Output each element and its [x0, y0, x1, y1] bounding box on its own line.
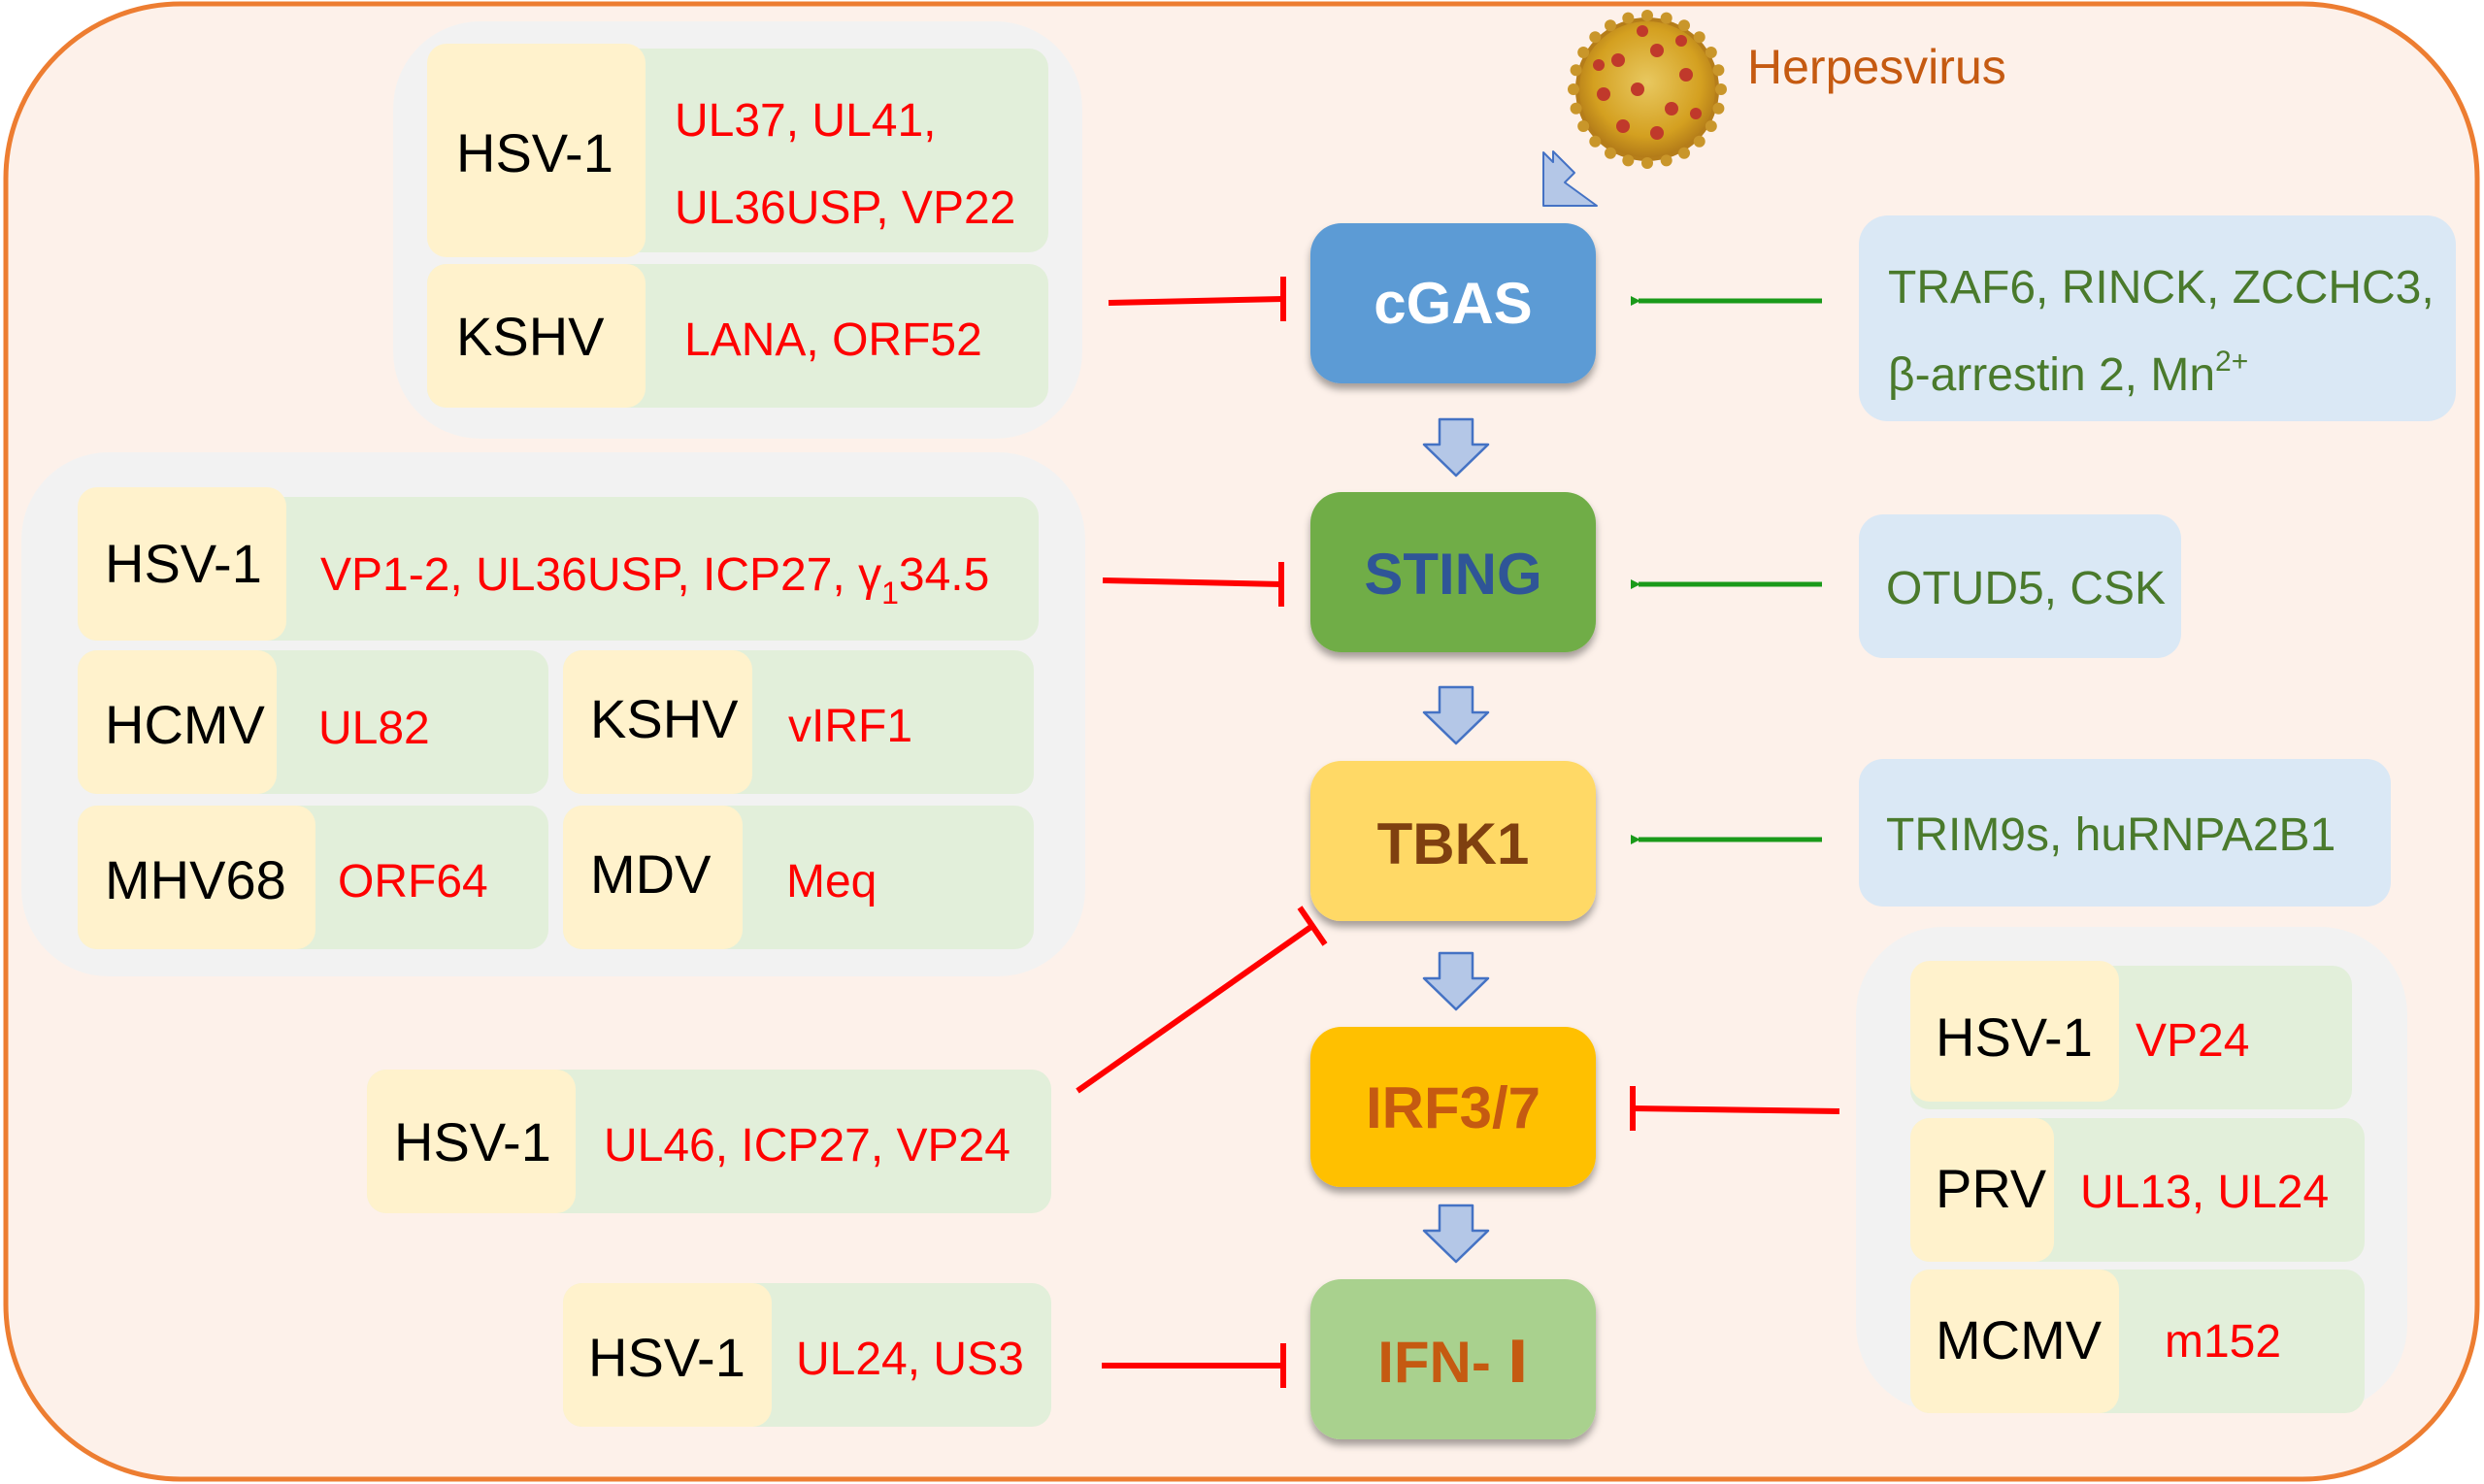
viral-proteins: UL46, ICP27, VP24 — [604, 1120, 1010, 1171]
inhibitor-entry-hsv1-ifn: HSV-1 UL24, US3 — [563, 1283, 1051, 1427]
viral-proteins: UL13, UL24 — [2080, 1167, 2329, 1218]
virus-spike — [1712, 64, 1725, 77]
entry-arrow — [1542, 150, 1598, 207]
activator-proteins: β-arrestin 2, Mn2+ — [1888, 346, 2248, 401]
node-irf37 — [1310, 1027, 1596, 1187]
virus-spike — [1568, 83, 1579, 95]
viral-proteins: VP1-2, UL36USP, ICP27, γ134.5 — [320, 549, 989, 610]
virus-name: HSV-1 — [1936, 1006, 2093, 1068]
flow-arrow — [1422, 685, 1490, 745]
activator-box-cgas: TRAF6, RINCK, ZCCHC3, β-arrestin 2, Mn2+ — [1859, 215, 2456, 421]
node-label-irf37: IRF3/7 — [1366, 1075, 1540, 1140]
virus-spike — [1605, 147, 1616, 159]
inhibitor-entry-mdv: MDV Meq — [563, 806, 1034, 949]
virus-spike — [1641, 157, 1653, 169]
virus-spike — [1577, 47, 1590, 58]
node-tbk1 — [1310, 761, 1596, 921]
node-sting — [1310, 492, 1596, 652]
inhibition-sting — [1102, 562, 1284, 607]
viral-proteins: m152 — [2165, 1316, 2281, 1368]
inhibitor-entry-hsv1-sting: HSV-1 VP1-2, UL36USP, ICP27, γ134.5 — [78, 487, 1039, 641]
virus-name: HSV-1 — [588, 1327, 745, 1388]
virus-spike — [1705, 47, 1717, 58]
virus-spike — [1570, 102, 1582, 115]
virus-spike — [1622, 12, 1635, 24]
flow-arrow — [1422, 1204, 1490, 1264]
inhibition-ifn — [1102, 1343, 1286, 1388]
viral-proteins: VP24 — [2136, 1015, 2249, 1067]
inhibitor-entry-prv: PRV UL13, UL24 — [1910, 1118, 2365, 1262]
node-label-ifn: IFN- Ⅰ — [1377, 1330, 1529, 1395]
inhibitor-entry-hsv1-cgas: HSV-1 UL37, UL41, UL36USP, VP22 — [427, 44, 1048, 257]
viral-proteins: UL37, UL41, — [675, 95, 937, 147]
node-label-cgas: cGAS — [1374, 271, 1532, 336]
flow-arrow — [1422, 417, 1490, 478]
virus-name: MDV — [590, 843, 712, 905]
viral-proteins: UL24, US3 — [796, 1334, 1024, 1385]
virus-name: KSHV — [590, 688, 739, 749]
virus-name: HCMV — [105, 694, 266, 755]
viral-proteins: LANA, ORF52 — [684, 314, 982, 366]
viral-proteins: Meq — [786, 856, 877, 907]
node-label-sting: STING — [1364, 542, 1541, 607]
virus-spike — [1693, 135, 1706, 148]
virus-spike — [1715, 83, 1727, 95]
inhibition-irf — [1630, 1086, 1840, 1131]
activation-arrows — [1631, 296, 1822, 844]
viral-proteins: ORF64 — [338, 856, 488, 907]
viral-proteins: UL82 — [318, 703, 430, 754]
virus-spike — [1570, 64, 1582, 77]
virus-spike — [1641, 10, 1653, 21]
virus-spike — [1589, 135, 1602, 148]
virus-name: MHV68 — [105, 849, 286, 910]
virus-spike — [1577, 120, 1590, 132]
virus-name: MCMV — [1936, 1309, 2103, 1370]
virus-spike — [1605, 19, 1616, 32]
virus-spike — [1678, 147, 1690, 159]
inhibition-tbk1 — [1076, 906, 1328, 1094]
node-ifn — [1310, 1279, 1596, 1439]
activator-proteins: TRAF6, RINCK, ZCCHC3, — [1888, 262, 2434, 313]
inhibitor-entry-hsv1-tbk1: HSV-1 UL46, ICP27, VP24 — [367, 1070, 1051, 1213]
herpesvirus-icon — [1568, 10, 1727, 169]
viral-proteins: UL36USP, VP22 — [675, 182, 1015, 234]
flow-arrows — [1422, 417, 1490, 1264]
inhibition-lines — [1076, 277, 1840, 1388]
virus-spike — [1678, 19, 1690, 32]
virus-name: HSV-1 — [394, 1111, 551, 1172]
inhibitor-entry-kshv-sting: KSHV vIRF1 — [563, 650, 1034, 794]
virus-name: PRV — [1936, 1158, 2047, 1219]
virus-spike — [1660, 154, 1673, 167]
virus-spike — [1712, 102, 1725, 115]
node-cgas — [1310, 223, 1596, 383]
activator-box-tbk1: TRIM9s, huRNPA2B1 — [1859, 759, 2391, 907]
inhibitor-entry-mcmv: MCMV m152 — [1910, 1270, 2365, 1413]
virus-spike — [1693, 31, 1706, 44]
virus-spike — [1705, 120, 1717, 132]
virus-name: HSV-1 — [456, 122, 613, 183]
inhibitor-entry-kshv-cgas: KSHV LANA, ORF52 — [427, 264, 1048, 408]
flow-arrow — [1422, 951, 1490, 1011]
inhibitor-entry-hsv1-irf: HSV-1 VP24 — [1910, 961, 2352, 1109]
virus-spike — [1589, 31, 1602, 44]
inhibition-cgas — [1108, 277, 1286, 321]
inhibitor-entry-hcmv: HCMV UL82 — [78, 650, 548, 794]
activator-proteins: OTUD5, CSK — [1886, 563, 2166, 614]
node-label-tbk1: TBK1 — [1377, 811, 1530, 876]
virus-spike — [1660, 12, 1673, 24]
virus-label: Herpesvirus — [1747, 40, 2006, 94]
inhibitor-entry-mhv68: MHV68 ORF64 — [78, 806, 548, 949]
viral-proteins: vIRF1 — [788, 701, 912, 752]
virus-name: KSHV — [456, 306, 605, 367]
activator-box-sting: OTUD5, CSK — [1859, 514, 2181, 658]
activator-proteins: TRIM9s, huRNPA2B1 — [1886, 809, 2335, 861]
virus-spike — [1622, 154, 1635, 167]
virus-name: HSV-1 — [105, 533, 262, 594]
